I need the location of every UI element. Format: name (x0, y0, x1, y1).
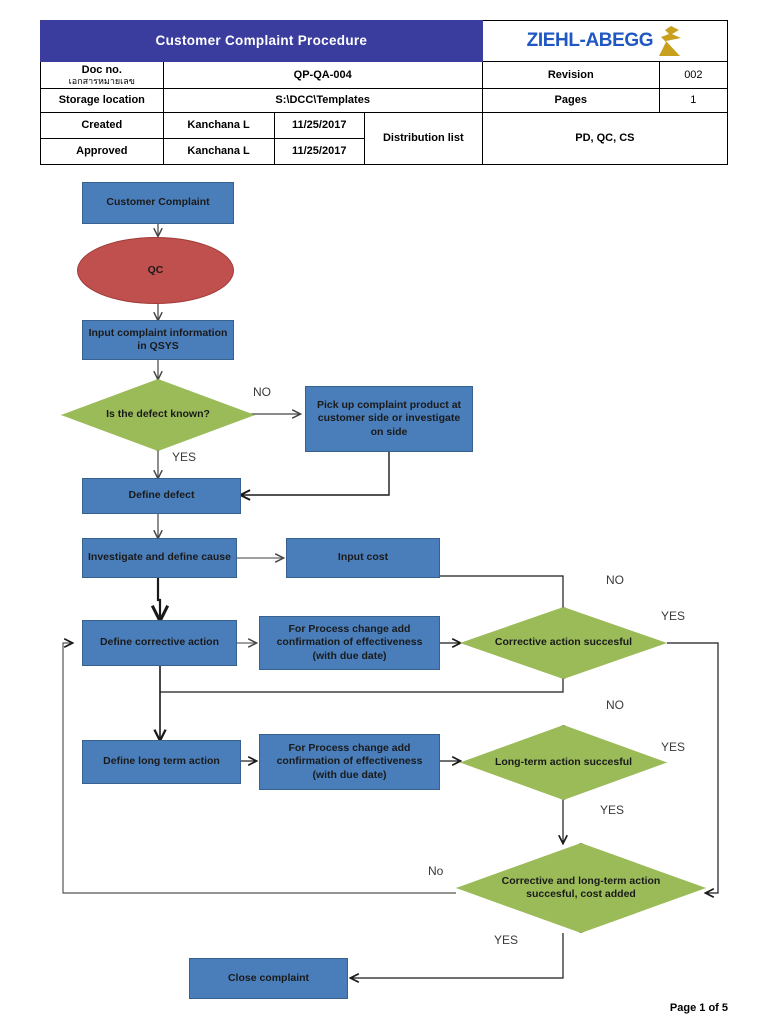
pages-value: 1 (658, 88, 729, 113)
decision-label: Is the defect known? (106, 408, 210, 421)
edge-label-longterm-yes-down: YES (600, 803, 625, 817)
node-define-defect[interactable]: Define defect (82, 478, 241, 514)
edge-label-both-no: No (428, 864, 444, 878)
edge-label-corrective-yes: YES (661, 609, 686, 623)
edge-label-defect-no: NO (253, 385, 271, 399)
node-input-cost[interactable]: Input cost (286, 538, 440, 578)
approved-date: 11/25/2017 (273, 138, 365, 165)
distribution-label: Distribution list (363, 112, 483, 165)
node-process-change-confirmation-1[interactable]: For Process change add confirmation of e… (259, 616, 440, 670)
created-label: Created (40, 112, 164, 139)
storage-label: Storage location (40, 88, 164, 113)
node-both-actions-successful[interactable]: Corrective and long-term action succesfu… (456, 843, 706, 933)
doc-no-value: QP-QA-004 (162, 61, 483, 89)
created-row: Created Kanchana L 11/25/2017 Distributi… (40, 112, 729, 165)
edge-label-both-yes: YES (494, 933, 519, 947)
document-header-table: Customer Complaint Procedure ZIEHL-ABEGG… (40, 20, 729, 165)
decision-label: Corrective and long-term action succesfu… (501, 874, 661, 900)
decision-label: Corrective action succesful (494, 636, 633, 649)
node-close-complaint[interactable]: Close complaint (189, 958, 348, 999)
document-title: Customer Complaint Procedure (40, 20, 483, 62)
node-process-change-confirmation-2[interactable]: For Process change add confirmation of e… (259, 734, 440, 790)
created-date: 11/25/2017 (273, 112, 365, 139)
distribution-value: PD, QC, CS (481, 112, 729, 165)
doc-no-row: Doc no. เอกสารหมายเลข QP-QA-004 Revision… (40, 61, 729, 89)
node-define-corrective-action[interactable]: Define corrective action (82, 620, 237, 666)
edge-label-defect-yes: YES (172, 450, 197, 464)
node-investigate-and-define-cause[interactable]: Investigate and define cause (82, 538, 237, 578)
doc-no-label: Doc no. เอกสารหมายเลข (40, 61, 164, 89)
approved-row: Approved Kanchana L 11/25/2017 (40, 138, 728, 165)
ziehl-abegg-logo-icon (659, 26, 682, 56)
revision-label: Revision (481, 61, 660, 89)
company-logo: ZIEHL-ABEGG (481, 20, 729, 62)
approved-label: Approved (40, 138, 164, 165)
logo-text: ZIEHL-ABEGG (526, 30, 654, 52)
header-title-row: Customer Complaint Procedure ZIEHL-ABEGG (40, 20, 729, 62)
edge-label-corrective-no: NO (606, 573, 624, 587)
doc-no-label-th: เอกสารหมายเลข (68, 76, 135, 87)
page-footer: Page 1 of 5 (669, 1002, 728, 1014)
revision-value: 002 (658, 61, 729, 89)
node-corrective-action-successful[interactable]: Corrective action succesful (460, 607, 667, 679)
node-long-term-action-successful[interactable]: Long-term action succesful (460, 725, 667, 800)
edge-label-longterm-yes-right: YES (661, 740, 686, 754)
decision-label: Long-term action succesful (494, 755, 633, 768)
node-qc[interactable]: QC (77, 237, 234, 304)
edge-label-longterm-no: NO (606, 698, 624, 712)
doc-no-label-en: Doc no. (81, 63, 122, 76)
approved-by: Kanchana L (162, 138, 275, 165)
node-customer-complaint[interactable]: Customer Complaint (82, 182, 234, 224)
node-is-defect-known[interactable]: Is the defect known? (61, 379, 255, 451)
node-pick-up-complaint-product[interactable]: Pick up complaint product at customer si… (305, 386, 473, 452)
node-input-complaint-information[interactable]: Input complaint information in QSYS (82, 320, 234, 360)
node-define-long-term-action[interactable]: Define long term action (82, 740, 241, 784)
